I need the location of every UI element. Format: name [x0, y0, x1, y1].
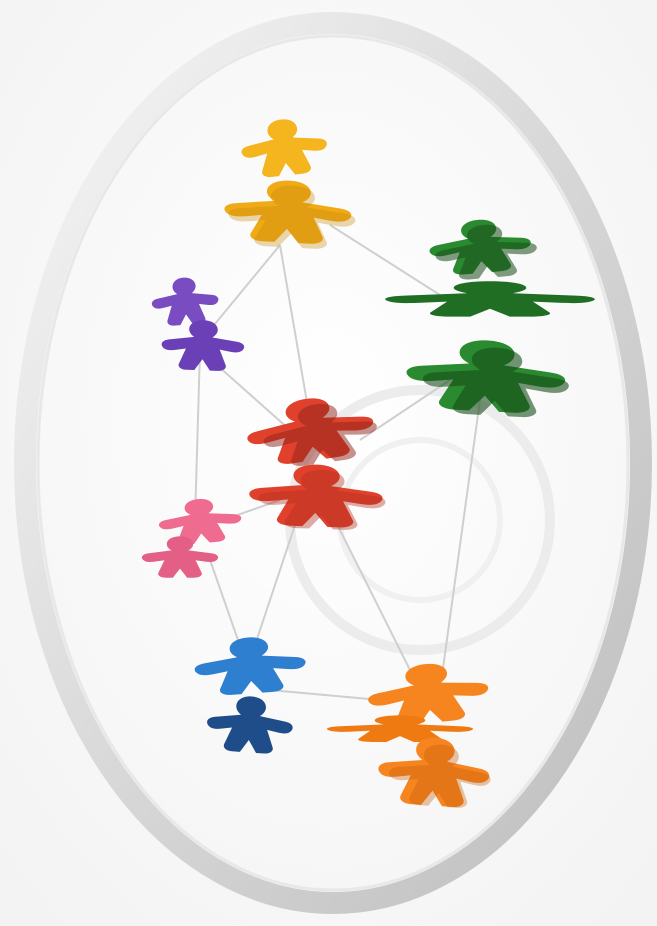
- background: [0, 0, 657, 926]
- photo-scene: [0, 0, 657, 926]
